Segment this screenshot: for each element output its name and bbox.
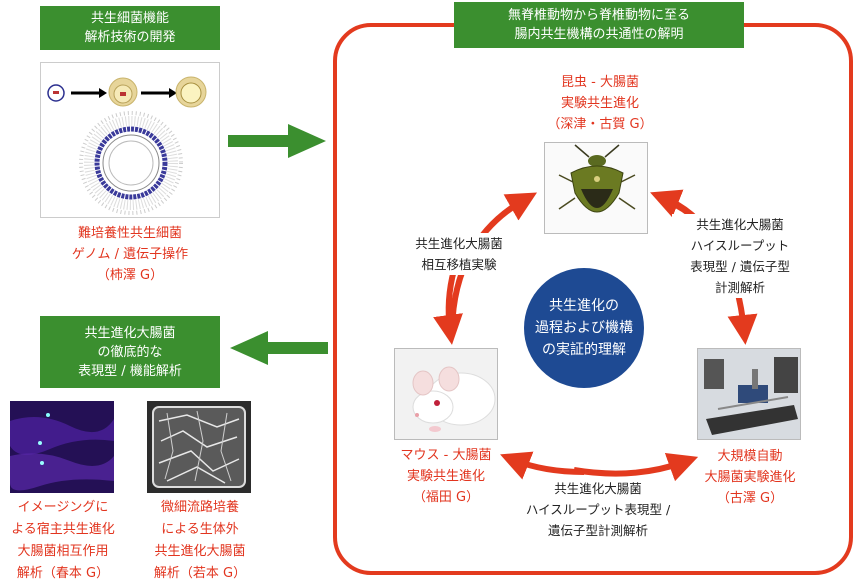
caption-line: よる宿主共生進化 <box>11 522 115 537</box>
caption-line: 大規模自動 <box>717 449 783 464</box>
heading-line: 腸内共生機構の共通性の解明 <box>514 27 684 42</box>
caption-line: （古澤 G） <box>716 491 784 506</box>
caption-line: （深津・古賀 G） <box>547 117 653 132</box>
genome-figure <box>40 62 220 218</box>
caption-line: 実験共生進化 <box>560 96 639 111</box>
arrow-right-icon <box>228 124 326 158</box>
microfluidic-photo <box>147 401 251 493</box>
center-line: 共生進化の <box>549 298 619 314</box>
label-line: ハイスループット表現型 / <box>525 502 671 517</box>
phenotype-heading: 共生進化大腸菌 の徹底的な 表現型 / 機能解析 <box>40 316 220 388</box>
label-line: 遺伝子型計測解析 <box>547 523 648 538</box>
robot-caption: 大規模自動 大腸菌実験進化 （古澤 G） <box>680 446 820 509</box>
caption-line: 解析（春本 G） <box>16 566 110 581</box>
caption-line: （柿澤 G） <box>96 268 164 283</box>
caption-line: 共生進化大腸菌 <box>154 544 246 559</box>
center-understanding: 共生進化の 過程および機構 の実証的理解 <box>524 268 644 388</box>
caption-line: 大腸菌相互作用 <box>17 544 109 559</box>
stinkbug-photo <box>544 142 648 234</box>
arrow-left-icon <box>230 331 328 365</box>
caption-line: による生体外 <box>161 522 239 537</box>
label-line: 共生進化大腸菌 <box>696 217 784 232</box>
label-line: 共生進化大腸菌 <box>415 236 503 251</box>
center-line: の実証的理解 <box>542 342 626 358</box>
imaging-caption: イメージングに よる宿主共生進化 大腸菌相互作用 解析（春本 G） <box>0 497 126 585</box>
heading-line: 共生細菌機能 <box>90 11 169 26</box>
label-line: 計測解析 <box>714 280 765 295</box>
insect-caption: 昆虫 - 大腸菌 実験共生進化 （深津・古賀 G） <box>520 72 680 135</box>
left-arrow-label: 共生進化大腸菌 相互移植実験 <box>408 233 510 275</box>
caption-line: 微細流路培養 <box>160 500 239 515</box>
frame-heading: 無脊椎動物から脊椎動物に至る 腸内共生機構の共通性の解明 <box>454 2 744 48</box>
caption-line: 実験共生進化 <box>406 469 485 484</box>
caption-line: 昆虫 - 大腸菌 <box>561 75 639 90</box>
technology-heading: 共生細菌機能 解析技術の開発 <box>40 6 220 50</box>
right-arrow-label: 共生進化大腸菌 ハイスループット 表現型 / 遺伝子型 計測解析 <box>672 214 808 298</box>
label-line: ハイスループット <box>690 238 790 253</box>
heading-line: 共生進化大腸菌 <box>84 325 176 341</box>
caption-line: 難培養性共生細菌 <box>77 226 182 241</box>
imaging-photo <box>10 401 114 493</box>
label-line: 相互移植実験 <box>421 257 497 272</box>
robot-photo <box>697 348 801 440</box>
bottom-arrow-label: 共生進化大腸菌 ハイスループット表現型 / 遺伝子型計測解析 <box>506 478 690 541</box>
caption-line: マウス - 大腸菌 <box>400 448 492 463</box>
caption-line: （福田 G） <box>412 490 480 505</box>
center-line: 過程および機構 <box>535 320 633 336</box>
caption-line: ゲノム / 遺伝子操作 <box>71 247 189 262</box>
label-line: 表現型 / 遺伝子型 <box>690 259 790 274</box>
heading-line: 無脊椎動物から脊椎動物に至る <box>507 8 690 23</box>
genome-caption: 難培養性共生細菌 ゲノム / 遺伝子操作 （柿澤 G） <box>30 223 230 286</box>
caption-line: 大腸菌実験進化 <box>704 470 796 485</box>
mouse-photo <box>394 348 498 440</box>
heading-line: 解析技術の開発 <box>84 30 176 45</box>
microfluidic-caption: 微細流路培養 による生体外 共生進化大腸菌 解析（若本 G） <box>138 497 262 585</box>
heading-line: の徹底的な <box>97 344 163 360</box>
label-line: 共生進化大腸菌 <box>554 478 642 499</box>
mouse-caption: マウス - 大腸菌 実験共生進化 （福田 G） <box>380 445 512 508</box>
caption-line: イメージングに <box>17 500 109 515</box>
caption-line: 解析（若本 G） <box>153 566 247 581</box>
heading-line: 表現型 / 機能解析 <box>78 363 182 379</box>
